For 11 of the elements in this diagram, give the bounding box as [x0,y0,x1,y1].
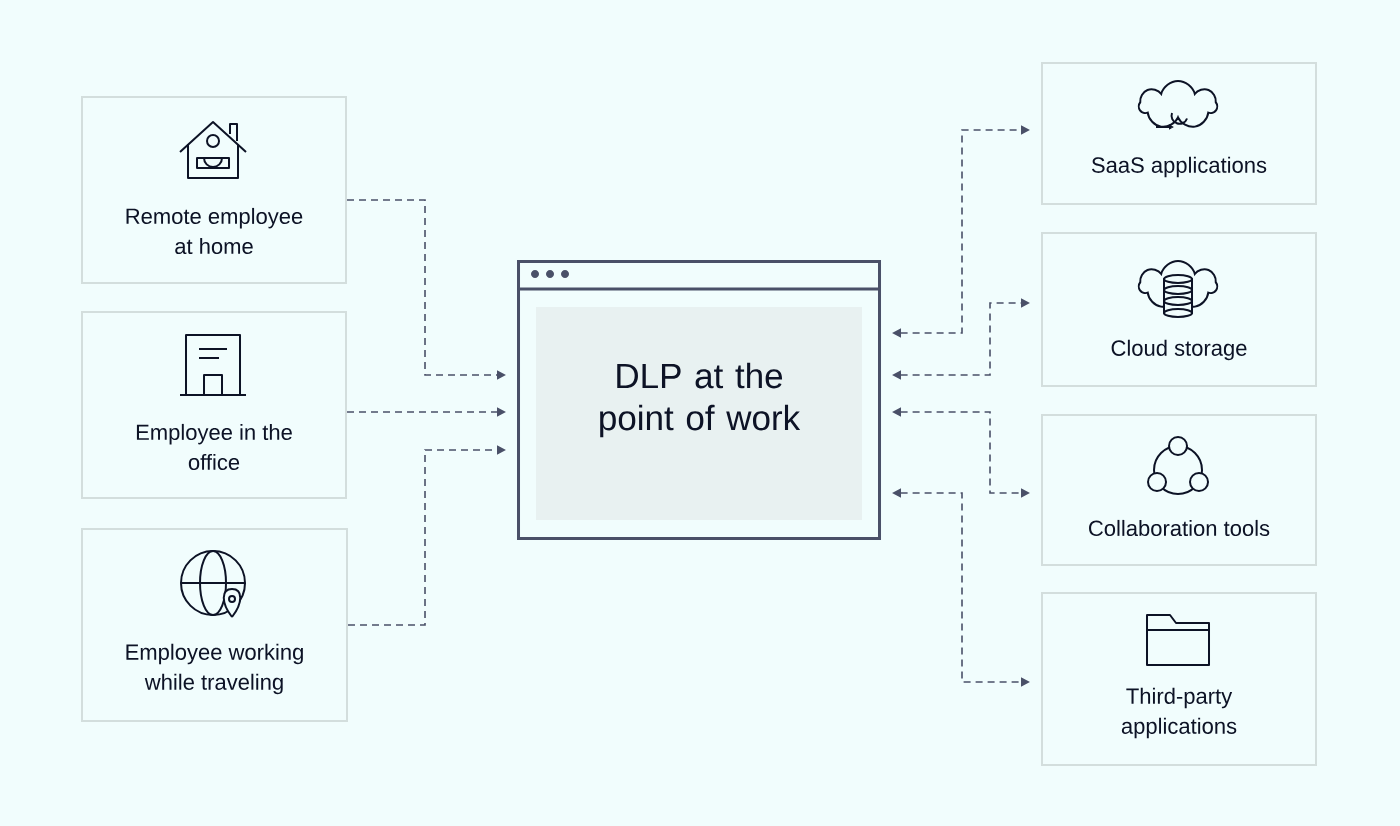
browser-window: DLP at the point of work [517,260,881,540]
arrow [347,445,506,626]
arrow [346,199,506,380]
arrow [346,407,506,417]
card: Collaboration tools [1041,414,1317,566]
card: SaaS applications [1041,62,1317,205]
card: Remote employee at home [81,96,347,284]
card: Employee in the office [81,311,347,499]
card: Employee working while traveling [81,528,348,722]
card: Third-party applications [1041,592,1317,766]
card: Cloud storage [1041,232,1317,387]
